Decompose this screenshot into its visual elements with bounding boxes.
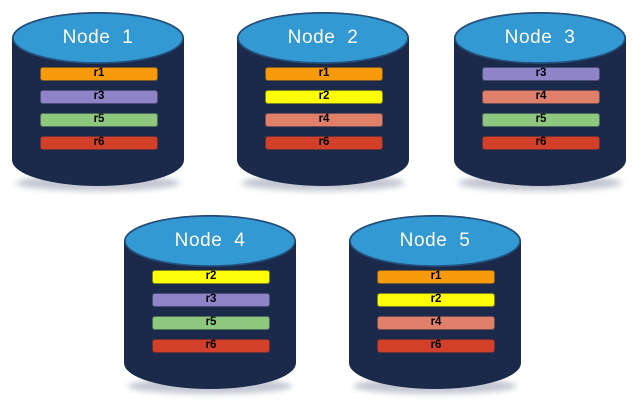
node-cylinder-1[interactable]: Node 1 r1 r3 r5 r6	[10, 10, 186, 191]
cylinder-top	[125, 216, 295, 266]
node-label: Node 4	[174, 230, 246, 251]
cylinder-top	[13, 13, 183, 63]
replica-bar-r6[interactable]: r6	[482, 136, 600, 150]
node-label: Node 2	[287, 27, 359, 48]
replica-list: r3 r4 r5 r6	[482, 67, 600, 150]
node-cylinder-5[interactable]: Node 5 r1 r2 r4 r6	[347, 213, 523, 394]
cylinder-top-rim	[237, 12, 409, 64]
replica-bar-r1[interactable]: r1	[377, 270, 495, 284]
node-cylinder-4[interactable]: Node 4 r2 r3 r5 r6	[122, 213, 298, 394]
node-cylinder-3[interactable]: Node 3 r3 r4 r5 r6	[452, 10, 628, 191]
replica-bar-r5[interactable]: r5	[152, 316, 270, 330]
replica-list: r2 r3 r5 r6	[152, 270, 270, 353]
replica-bar-r4[interactable]: r4	[265, 113, 383, 127]
cylinder-top	[350, 216, 520, 266]
replica-bar-r3[interactable]: r3	[40, 90, 158, 104]
replica-bar-r1[interactable]: r1	[265, 67, 383, 81]
replica-bar-r6[interactable]: r6	[377, 339, 495, 353]
node-label: Node 1	[62, 27, 134, 48]
replica-bar-r2[interactable]: r2	[377, 293, 495, 307]
cylinder-top-rim	[454, 12, 626, 64]
replica-bar-r3[interactable]: r3	[152, 293, 270, 307]
cylinder-top-rim	[124, 215, 296, 267]
replica-bar-r2[interactable]: r2	[152, 270, 270, 284]
replica-bar-r6[interactable]: r6	[40, 136, 158, 150]
replica-list: r1 r2 r4 r6	[265, 67, 383, 150]
replica-bar-r5[interactable]: r5	[40, 113, 158, 127]
replica-bar-r2[interactable]: r2	[265, 90, 383, 104]
replica-bar-r3[interactable]: r3	[482, 67, 600, 81]
cylinder-top-rim	[349, 215, 521, 267]
node-label: Node 3	[504, 27, 576, 48]
replica-bar-r4[interactable]: r4	[482, 90, 600, 104]
node-label: Node 5	[399, 230, 471, 251]
replica-bar-r6[interactable]: r6	[152, 339, 270, 353]
replica-list: r1 r3 r5 r6	[40, 67, 158, 150]
replica-bar-r1[interactable]: r1	[40, 67, 158, 81]
cylinder-top-rim	[12, 12, 184, 64]
replica-bar-r5[interactable]: r5	[482, 113, 600, 127]
replica-bar-r4[interactable]: r4	[377, 316, 495, 330]
replica-list: r1 r2 r4 r6	[377, 270, 495, 353]
cylinder-top	[455, 13, 625, 63]
node-cylinder-2[interactable]: Node 2 r1 r2 r4 r6	[235, 10, 411, 191]
cylinder-top	[238, 13, 408, 63]
replica-bar-r6[interactable]: r6	[265, 136, 383, 150]
